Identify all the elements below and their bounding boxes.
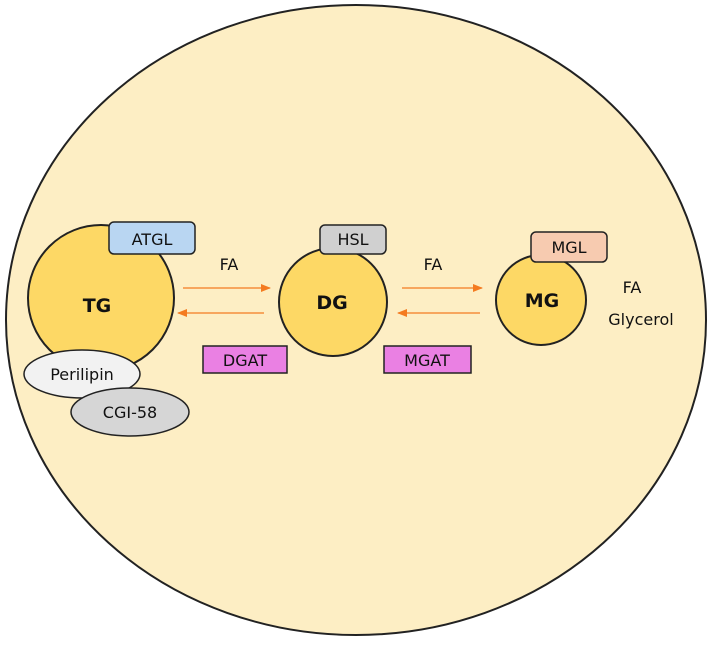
fa-label-tg-dg: FA (220, 255, 239, 274)
hsl-label: HSL (337, 230, 368, 249)
glycerol-label: Glycerol (608, 310, 673, 329)
tg-label: TG (83, 295, 112, 317)
fa-label-final: FA (623, 278, 642, 297)
dgat-box (202, 345, 288, 374)
dgat-label: DGAT (223, 351, 267, 370)
cgi58-label: CGI-58 (103, 403, 157, 422)
mgl-box (530, 231, 608, 263)
hsl-box (319, 224, 387, 255)
mgat-box (383, 345, 472, 374)
mgat-label: MGAT (404, 351, 450, 370)
mg-label: MG (525, 290, 560, 312)
fa-label-dg-mg: FA (424, 255, 443, 274)
atgl-label: ATGL (132, 230, 173, 249)
dg-label: DG (316, 292, 347, 314)
cgi58-ellipse (70, 387, 190, 437)
mgl-label: MGL (551, 238, 586, 257)
atgl-box (108, 221, 196, 255)
perilipin-label: Perilipin (50, 365, 114, 384)
